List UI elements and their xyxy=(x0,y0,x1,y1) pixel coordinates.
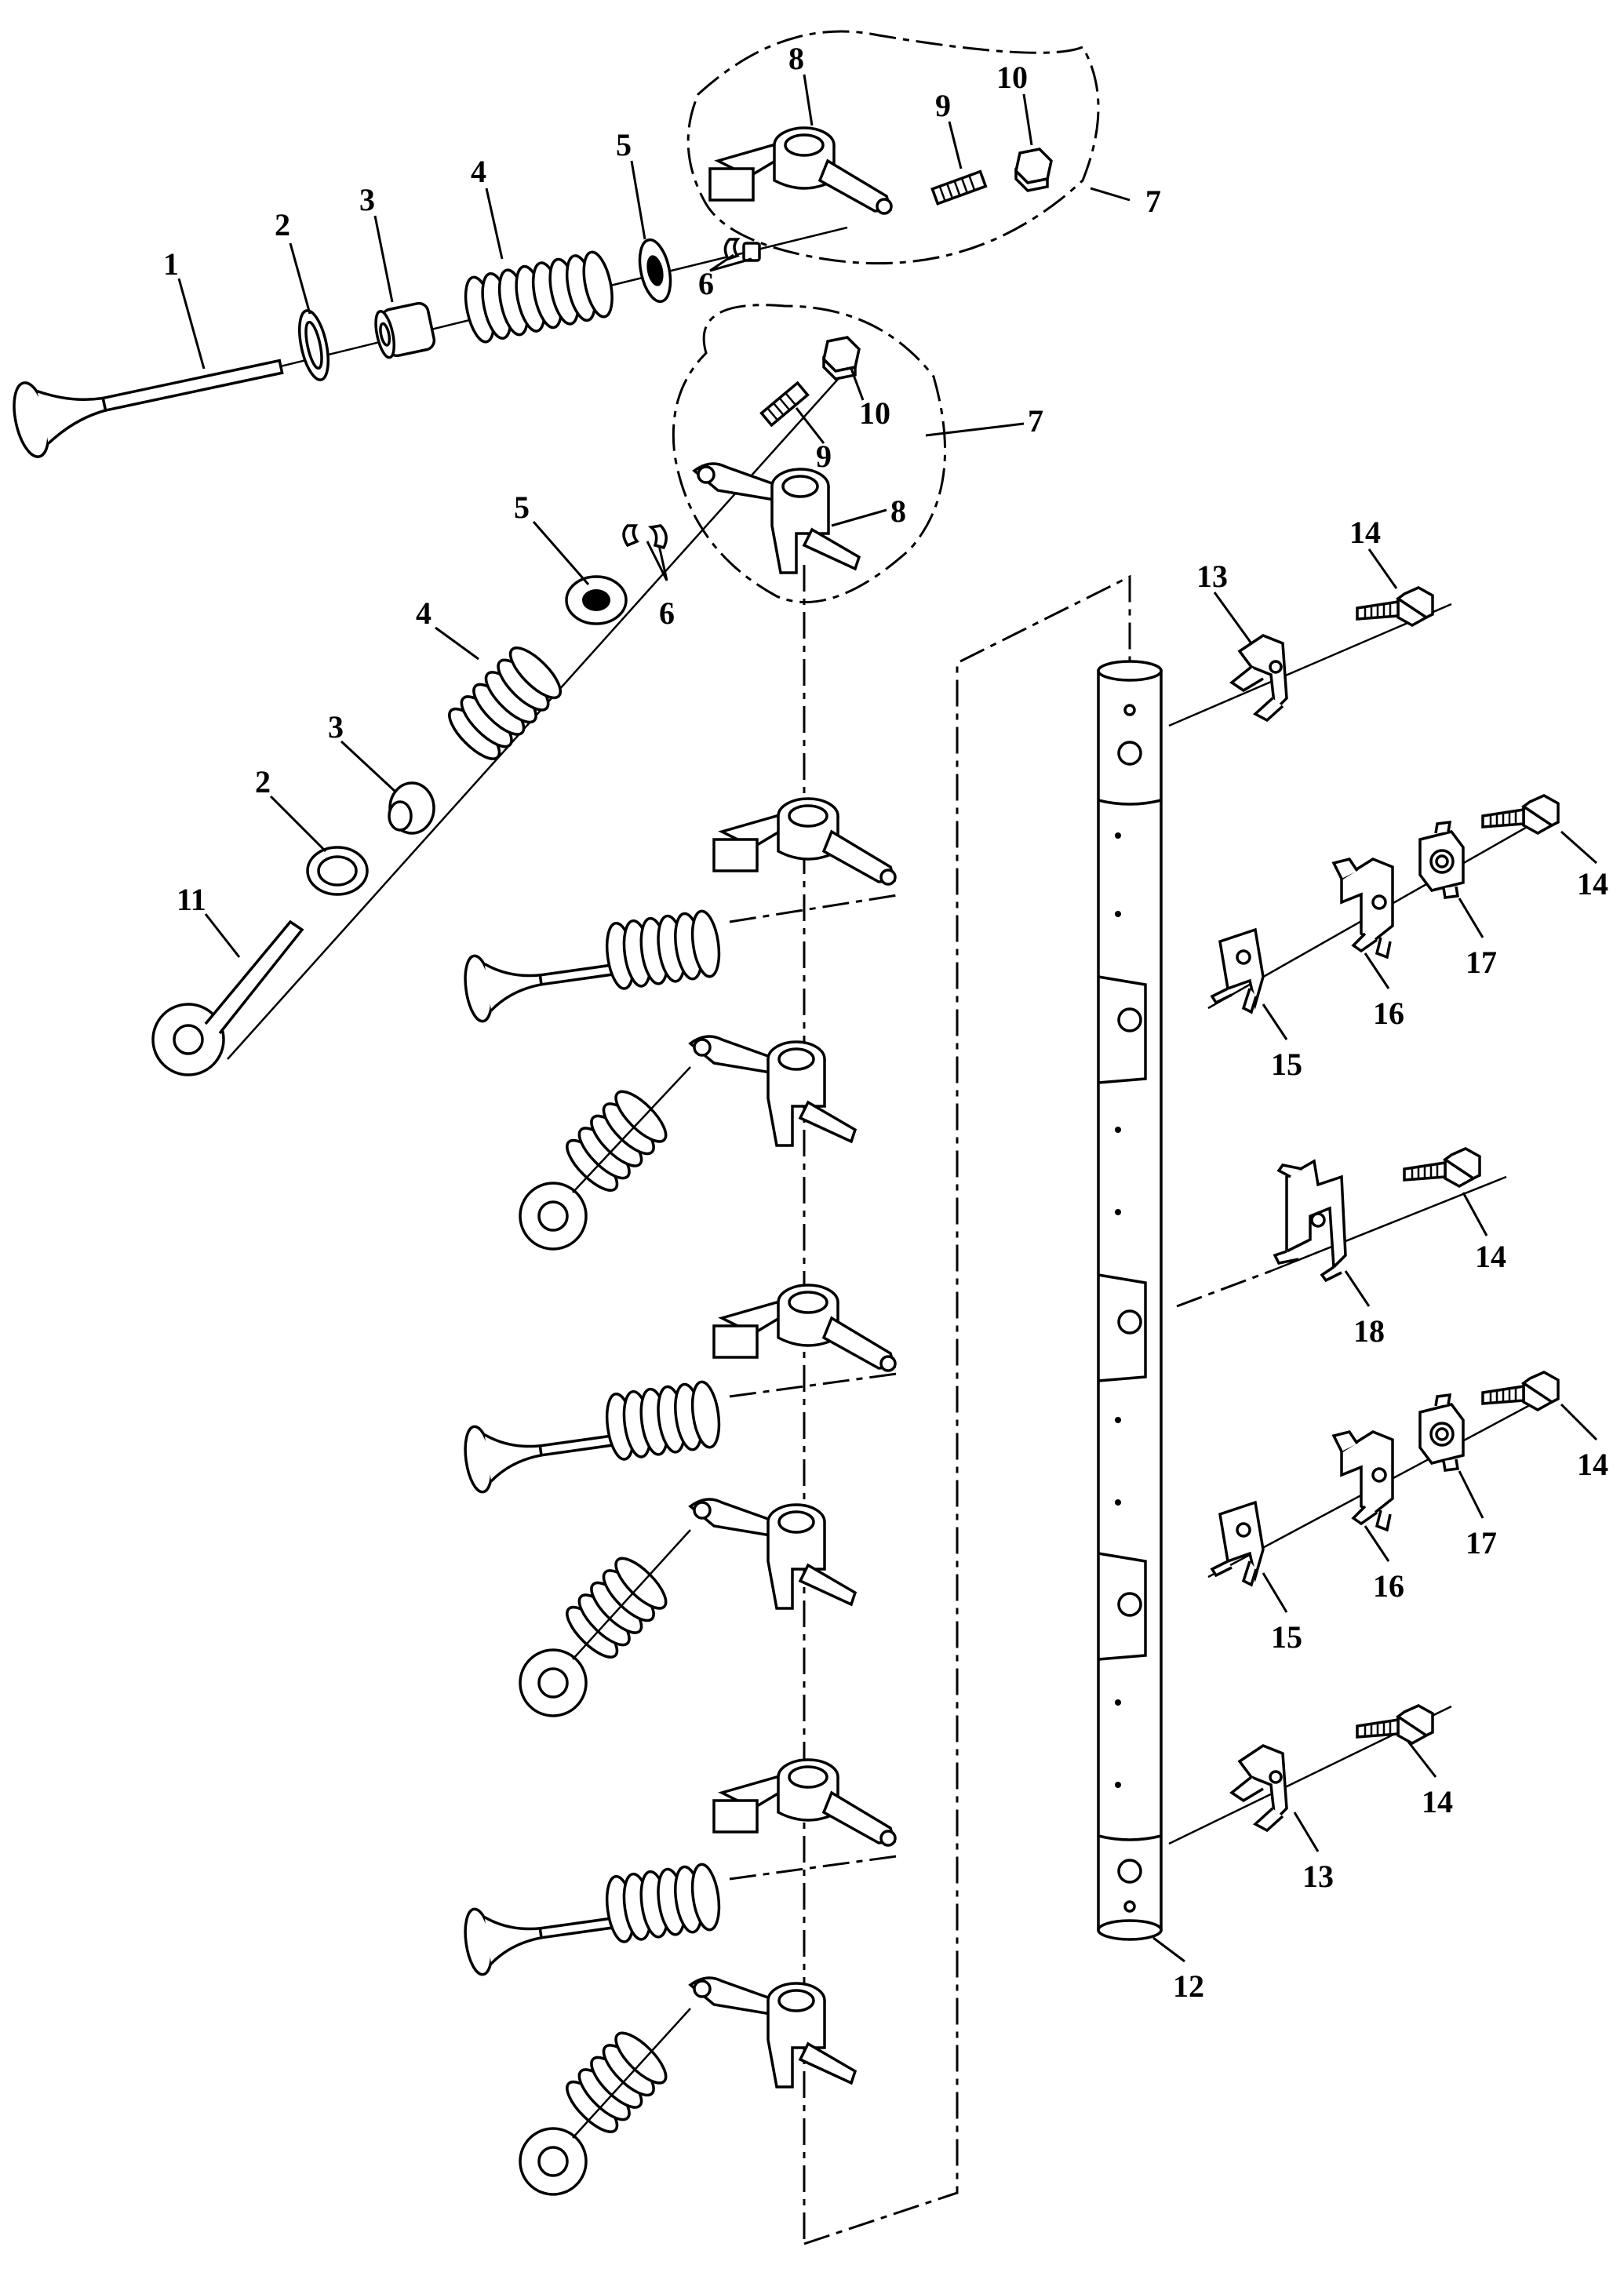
label-part-12: 12 xyxy=(1173,1968,1204,2004)
label-part-9b: 9 xyxy=(816,439,832,474)
label-part-14c: 14 xyxy=(1475,1239,1506,1274)
label-part-3b: 3 xyxy=(328,709,344,745)
label-part-14d: 14 xyxy=(1577,1447,1608,1482)
leader-lines xyxy=(177,74,1598,1963)
label-part-15a: 15 xyxy=(1271,1047,1302,1082)
brackets-and-bolts xyxy=(1168,586,1560,1845)
label-part-2: 2 xyxy=(275,207,290,242)
label-part-13a: 13 xyxy=(1196,559,1228,594)
repeated-valve-sets xyxy=(460,797,903,2196)
second-assembly xyxy=(151,304,947,1076)
label-part-16b: 16 xyxy=(1373,1568,1404,1604)
label-part-7: 7 xyxy=(1145,184,1161,219)
label-part-6b: 6 xyxy=(659,595,675,631)
label-part-8b: 8 xyxy=(890,493,906,529)
rocker-shaft xyxy=(1097,660,1163,1941)
label-part-16a: 16 xyxy=(1373,996,1404,1031)
top-assembly xyxy=(13,30,1100,458)
label-part-6: 6 xyxy=(698,266,714,301)
label-part-3: 3 xyxy=(359,182,375,217)
label-part-14a: 14 xyxy=(1349,515,1381,550)
label-part-10: 10 xyxy=(996,60,1028,95)
label-part-8: 8 xyxy=(788,41,804,76)
part-labels: 1 2 3 4 5 6 7 8 9 10 7 10 9 8 6 5 4 3 2 … xyxy=(163,41,1608,2004)
label-part-13b: 13 xyxy=(1302,1859,1334,1894)
label-part-5b: 5 xyxy=(514,490,530,525)
label-part-2b: 2 xyxy=(255,764,271,799)
label-part-5: 5 xyxy=(616,127,632,162)
label-part-15b: 15 xyxy=(1271,1619,1302,1655)
label-part-9: 9 xyxy=(935,88,951,123)
label-part-10b: 10 xyxy=(859,395,890,431)
label-part-4: 4 xyxy=(471,154,486,189)
label-part-11: 11 xyxy=(177,882,206,917)
label-part-14e: 14 xyxy=(1422,1784,1453,1819)
label-part-18: 18 xyxy=(1353,1313,1385,1349)
label-part-7b: 7 xyxy=(1028,403,1043,439)
label-part-1: 1 xyxy=(163,246,179,282)
label-part-17b: 17 xyxy=(1466,1525,1497,1560)
label-part-4b: 4 xyxy=(416,595,431,631)
label-part-17a: 17 xyxy=(1466,945,1497,980)
label-part-14b: 14 xyxy=(1577,866,1608,901)
